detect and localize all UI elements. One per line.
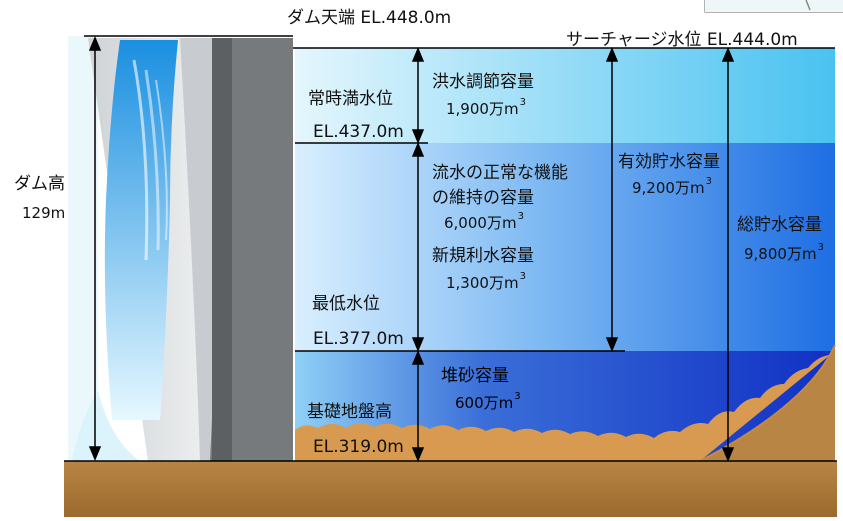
new-water-use-value: 1,300万m3 (446, 272, 526, 292)
normal-function-value: 6,000万m3 (444, 212, 524, 232)
normal-function-name-1: 流水の正常な機能 (432, 163, 568, 183)
foundation-el: EL.319.0m (313, 437, 404, 457)
arrows (88, 36, 735, 462)
spillway-water (104, 40, 178, 420)
effective-storage-amount: 9,200万m (632, 179, 705, 197)
total-storage-name: 総貯水容量 (737, 215, 822, 235)
effective-storage-zone (295, 143, 835, 351)
foundation-name: 基礎地盤高 (307, 402, 392, 422)
bank-edge (699, 344, 836, 462)
flood-control-name: 洪水調節容量 (432, 72, 534, 92)
spill-splash (72, 390, 140, 461)
normal-function-amount: 6,000万m (444, 214, 517, 232)
total-storage-value: 9,800万m3 (744, 243, 824, 263)
dam-crest-label: ダム天端 EL.448.0m (287, 8, 452, 28)
spill-streak-3 (155, 79, 168, 241)
min-level-el: EL.377.0m (313, 329, 404, 349)
min-level-name: 最低水位 (312, 294, 380, 314)
inset-fill (705, 0, 843, 12)
effective-storage-name: 有効貯水容量 (618, 152, 720, 172)
right-bank (700, 345, 835, 461)
ground (64, 461, 837, 517)
flood-control-zone (295, 48, 835, 143)
flood-control-unit-sup: 3 (519, 97, 526, 108)
dam-height-value: 129m (22, 204, 66, 222)
normal-full-level-el: EL.437.0m (313, 122, 404, 142)
total-storage-unit-sup: 3 (817, 242, 824, 253)
sediment-name: 堆砂容量 (441, 366, 509, 386)
normal-full-level-name: 常時満水位 (308, 89, 393, 109)
sediment-value: 600万m3 (455, 392, 521, 412)
inset-line (805, 0, 811, 11)
new-water-use-unit-sup: 3 (519, 271, 526, 282)
effective-storage-value: 9,200万m3 (632, 177, 712, 197)
flood-control-value: 1,900万m3 (446, 98, 526, 118)
sediment-layer (295, 355, 830, 461)
dam-height-name: ダム高 (14, 174, 65, 194)
new-water-use-amount: 1,300万m (446, 274, 519, 292)
surcharge-level-label: サーチャージ水位 EL.444.0m (566, 30, 798, 50)
effective-storage-unit-sup: 3 (705, 176, 712, 187)
flood-control-amount: 1,900万m (446, 100, 519, 118)
dam-shadow (212, 38, 232, 461)
total-storage-amount: 9,800万m (744, 245, 817, 263)
normal-function-name-2: の維持の容量 (432, 188, 534, 208)
spill-streak-2 (144, 69, 160, 251)
sediment-amount: 600万m (455, 394, 514, 412)
normal-function-unit-sup: 3 (517, 211, 524, 222)
new-water-use-name: 新規利水容量 (432, 246, 534, 266)
sediment-unit-sup: 3 (514, 391, 521, 402)
left-backdrop (68, 36, 98, 461)
spill-streak-1 (132, 59, 149, 261)
